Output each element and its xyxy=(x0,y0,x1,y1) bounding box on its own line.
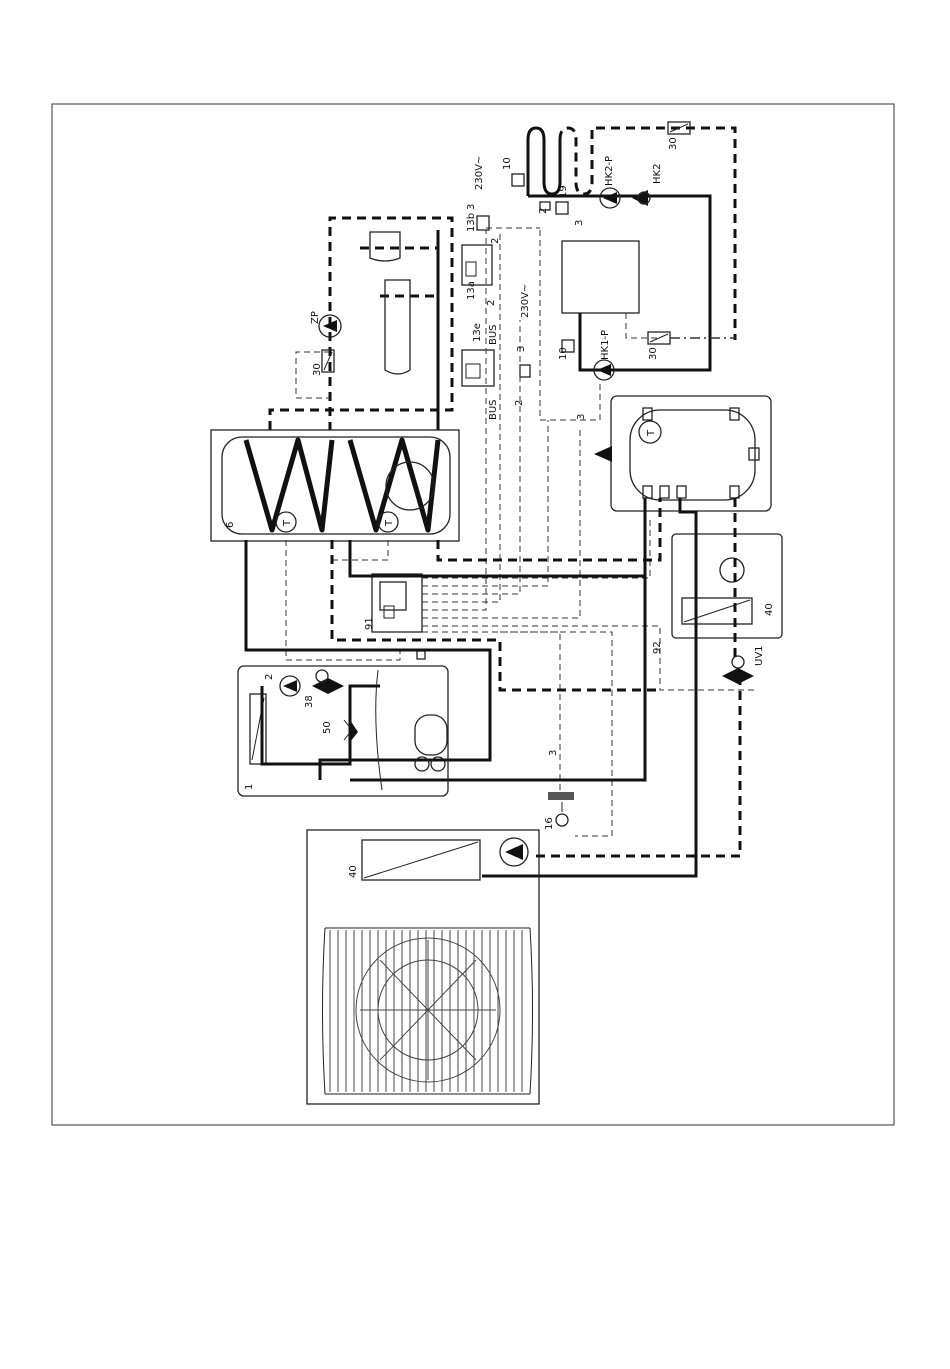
label-wire-2-b: 2 xyxy=(486,300,497,306)
controller-91 xyxy=(372,574,425,659)
label-wire-2-c: 2 xyxy=(514,400,525,406)
label-uv1: UV1 xyxy=(754,645,765,666)
label-30-top: 30 xyxy=(668,137,679,150)
label-wire-3-d: 3 xyxy=(576,414,587,420)
label-230v-top: 230V~ xyxy=(474,156,485,190)
heat-exchanger-right xyxy=(672,534,782,638)
label-92: 92 xyxy=(652,641,663,654)
part-19 xyxy=(556,202,568,214)
label-13b: 13b xyxy=(466,213,477,232)
floor-heating-loop xyxy=(528,122,735,340)
thermostat-10-top xyxy=(512,174,524,186)
label-230v-mid: 230V~ xyxy=(520,284,531,318)
label-heat-pump: 1 xyxy=(244,784,255,790)
label-hk2-p: HK2-P xyxy=(604,156,615,186)
label-91: 91 xyxy=(364,617,375,630)
label-30-left: 30 xyxy=(312,363,323,376)
label-bus-2: BUS xyxy=(488,399,499,420)
label-hk1-p: HK1-P xyxy=(600,330,611,360)
label-zp: ZP xyxy=(310,311,321,324)
sensor-16 xyxy=(548,792,574,800)
label-10-mid: 10 xyxy=(558,347,569,360)
label-16: 16 xyxy=(544,817,555,830)
label-hk2: HK2 xyxy=(652,164,663,184)
outdoor-unit xyxy=(307,830,539,1104)
label-bus-1: BUS xyxy=(488,324,499,345)
label-38: 38 xyxy=(304,695,315,708)
heat-pump-unit xyxy=(238,666,448,796)
hk1-controller-box xyxy=(562,241,639,313)
label-40-right: 40 xyxy=(764,603,775,616)
label-40-bottom: 40 xyxy=(348,865,359,878)
label-temp-a: T xyxy=(282,519,293,527)
label-wire-3-b: 3 xyxy=(574,220,585,226)
label-2: 2 xyxy=(264,674,275,680)
label-wire-2-a: 2 xyxy=(490,238,501,244)
label-temp-c: T xyxy=(646,429,657,437)
hk2-group xyxy=(512,174,710,340)
label-storage-tank: 6 xyxy=(225,522,236,528)
label-wire-3-e: 3 xyxy=(548,750,559,756)
label-10-top: 10 xyxy=(502,157,513,170)
label-wire-3-a: 3 xyxy=(466,204,477,210)
buffer-tank xyxy=(594,396,771,511)
module-13e xyxy=(462,350,494,386)
valve-uv1 xyxy=(722,656,754,684)
label-13a: 13a xyxy=(466,281,477,300)
bathtub-icon xyxy=(385,280,410,374)
label-temp-b: T xyxy=(384,519,395,527)
label-19: 19 xyxy=(558,185,569,198)
label-50: 50 xyxy=(322,721,333,734)
label-wire-3-c: 3 xyxy=(516,346,527,352)
label-13e: 13e xyxy=(472,323,483,342)
label-wire-2-d: 2 xyxy=(538,208,549,214)
storage-tank xyxy=(211,430,459,541)
label-30-mid: 30 xyxy=(648,347,659,360)
